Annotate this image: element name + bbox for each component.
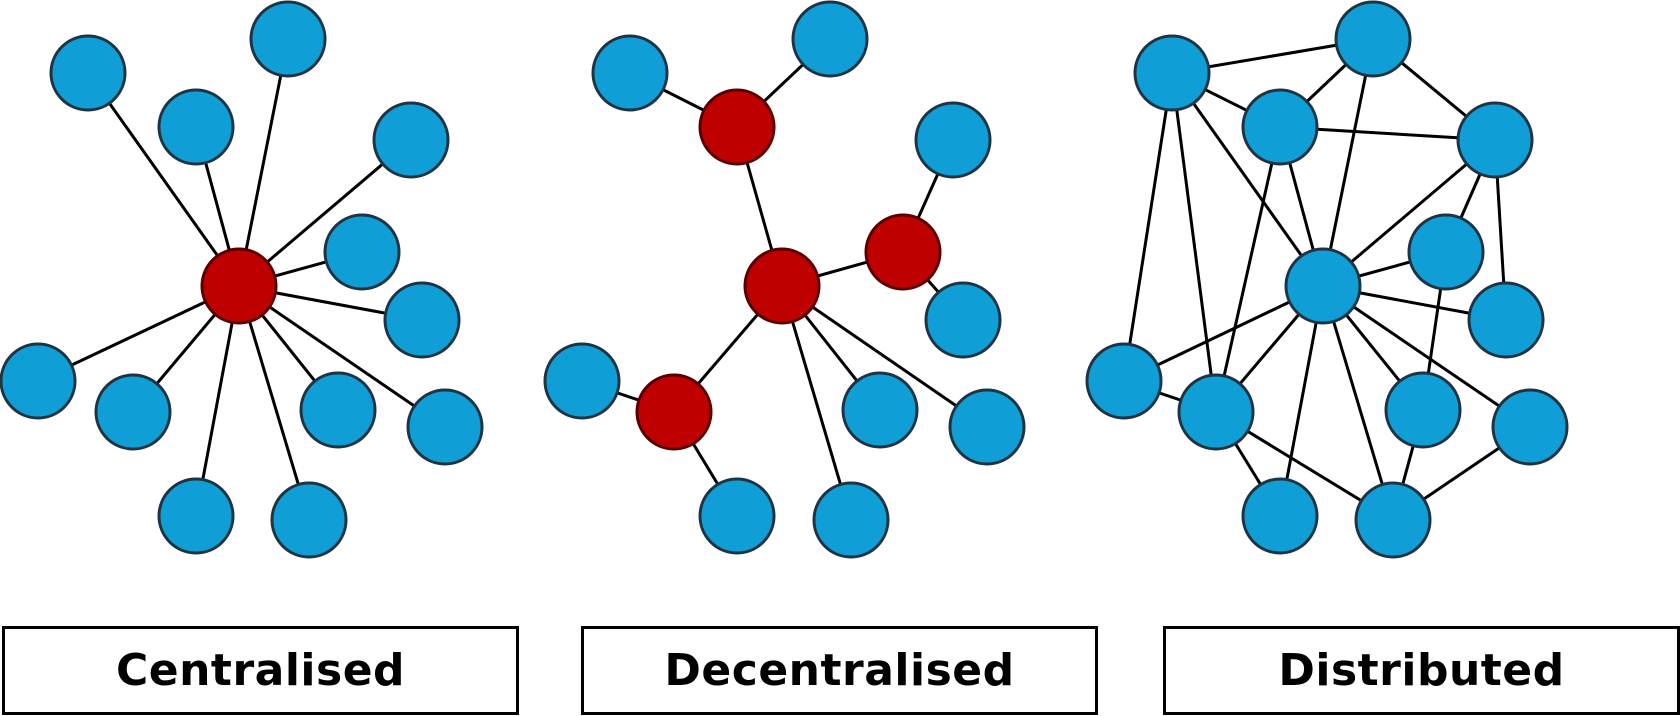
distributed-edge-n5-n12 [1322, 284, 1531, 429]
distributed-edge-n5-n11 [1278, 285, 1325, 517]
distributed-peer-node-n2 [1334, 0, 1412, 78]
distributed-edge-n1-n7 [1122, 72, 1174, 382]
decentralised-label: Decentralised [664, 645, 1015, 696]
decentralised-edge-d0-d11 [781, 284, 988, 429]
distributed-edge-n1-n8 [1170, 72, 1218, 413]
decentralised-peer-node-d11 [948, 388, 1026, 466]
decentralised-hub-node-d3 [635, 373, 713, 451]
distributed-peer-node-n13 [1354, 481, 1432, 559]
centralised-peer-node-c6 [383, 281, 461, 359]
decentralised-peer-node-d10 [841, 371, 919, 449]
centralised-peer-node-c7 [0, 342, 77, 420]
distributed-peer-node-n9 [1467, 281, 1545, 359]
decentralised-peer-node-d8 [543, 342, 621, 420]
distributed-peer-node-n1 [1133, 34, 1211, 112]
centralised-edge-c0-c11 [194, 285, 241, 517]
centralised-edge-c0-c10 [238, 284, 446, 429]
distributed-peer-node-n11 [1241, 477, 1319, 555]
decentralised-hub-node-d1 [698, 88, 776, 166]
centralised-label-box: Centralised [2, 626, 519, 715]
nodes-layer [0, 0, 1569, 559]
decentralised-hub-node-d2 [864, 213, 942, 291]
decentralised-peer-node-d4 [591, 34, 669, 112]
decentralised-peer-node-d9 [698, 477, 776, 555]
centralised-edge-c0-c2 [237, 38, 290, 287]
decentralised-hub-node-d0 [743, 247, 821, 325]
decentralised-peer-node-d12 [812, 481, 890, 559]
centralised-label: Centralised [115, 645, 406, 696]
centralised-peer-node-c11 [157, 477, 235, 555]
centralised-peer-node-c3 [157, 88, 235, 166]
distributed-peer-node-n7 [1085, 342, 1163, 420]
distributed-label-box: Distributed [1163, 626, 1680, 715]
centralised-peer-node-c5 [323, 213, 401, 291]
decentralised-label-box: Decentralised [581, 626, 1098, 715]
centralised-hub-node-c0 [200, 247, 278, 325]
centralised-peer-node-c12 [270, 481, 348, 559]
distributed-edge-n3-n8 [1214, 126, 1282, 413]
decentralised-peer-node-d7 [924, 281, 1002, 359]
distributed-peer-node-n5 [1284, 247, 1362, 325]
distributed-label: Distributed [1278, 645, 1565, 696]
centralised-peer-node-c8 [94, 373, 172, 451]
decentralised-peer-node-d6 [914, 101, 992, 179]
centralised-peer-node-c10 [406, 388, 484, 466]
decentralised-edge-d0-d12 [780, 285, 853, 521]
centralised-peer-node-c9 [299, 371, 377, 449]
distributed-peer-node-n3 [1241, 88, 1319, 166]
distributed-peer-node-n10 [1384, 371, 1462, 449]
distributed-peer-node-n6 [1407, 213, 1485, 291]
centralised-peer-node-c4 [372, 101, 450, 179]
decentralised-peer-node-d5 [791, 0, 869, 78]
distributed-peer-node-n8 [1177, 373, 1255, 451]
centralised-edge-c0-c1 [86, 72, 241, 287]
centralised-peer-node-c1 [49, 34, 127, 112]
distributed-peer-node-n4 [1456, 101, 1534, 179]
distributed-peer-node-n12 [1491, 388, 1569, 466]
centralised-edge-c0-c12 [237, 285, 311, 521]
centralised-peer-node-c2 [249, 0, 327, 78]
distributed-edge-n5-n13 [1321, 285, 1395, 521]
distributed-edge-n1-n5 [1170, 72, 1325, 287]
distributed-edge-n2-n5 [1321, 38, 1375, 287]
